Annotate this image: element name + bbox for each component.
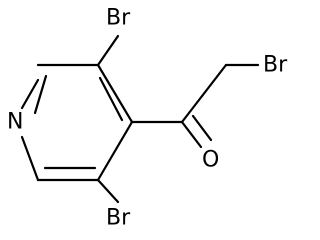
- bond-c4-c5: [96, 120, 134, 182]
- oxygen-atom-label: O: [202, 148, 219, 173]
- bond-c3-c4-inner: [98, 76, 124, 122]
- bond-c6-n: [20, 135, 40, 182]
- bond-c5-br-bottom: [96, 178, 120, 204]
- bond-carbonyl-oxygen: [180, 120, 203, 149]
- chemical-structure: N Br Br Br O: [7, 6, 288, 231]
- bromine-bottom-atom-label: Br: [106, 206, 131, 231]
- nitrogen-atom-label: N: [7, 110, 23, 135]
- bromine-side-atom-label: Br: [263, 53, 288, 78]
- bond-c3-br-top: [96, 34, 120, 67]
- bond-n-c2-inner: [33, 74, 48, 115]
- bond-carbonyl-ch2: [180, 63, 228, 124]
- bond-c3-c4: [96, 63, 134, 124]
- bond-n-c2: [20, 78, 40, 110]
- bond-carbonyl-oxygen-double: [191, 114, 213, 142]
- bromine-top-atom-label: Br: [106, 6, 131, 31]
